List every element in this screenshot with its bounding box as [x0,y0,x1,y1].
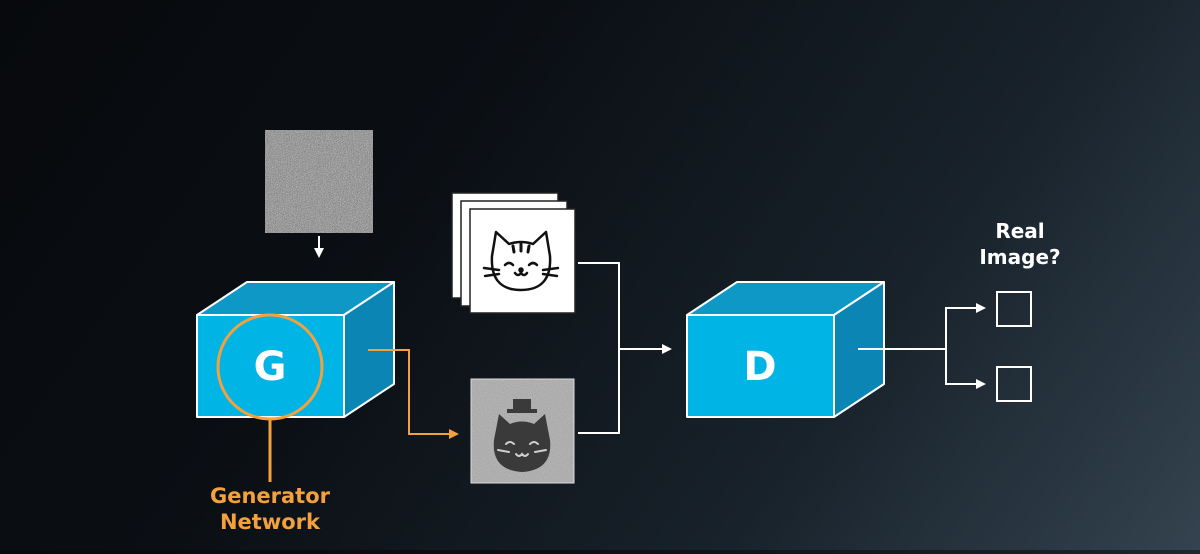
real-image-stack [451,192,576,314]
generated-cat-drawing [493,399,551,472]
generator-box [196,281,395,418]
generator-label-line2: Network [219,510,320,534]
real-image-question: Real Image? [970,218,1070,270]
noise-image [265,130,373,233]
generator-to-fake-arrow [368,349,459,439]
generated-image [470,378,575,484]
generator-letter: G [253,344,287,390]
discriminator-box [686,281,885,418]
output-checkbox-top [996,291,1032,327]
fake-to-discriminator-line [578,349,620,434]
discriminator-box-front [686,314,835,418]
generator-label-line1: Generator [209,484,331,508]
output-checkbox-bottom [996,366,1032,402]
real-cat-drawing [482,230,560,292]
generator-box-front [196,314,345,418]
output-branch-top-arrow [945,303,986,349]
generator-network-label: Generator Network [190,483,350,535]
question-line2: Image? [979,245,1061,269]
question-line1: Real [995,219,1045,243]
discriminator-letter: D [743,344,777,390]
real-to-discriminator-line [578,262,620,349]
output-branch-bottom-arrow [945,349,986,389]
